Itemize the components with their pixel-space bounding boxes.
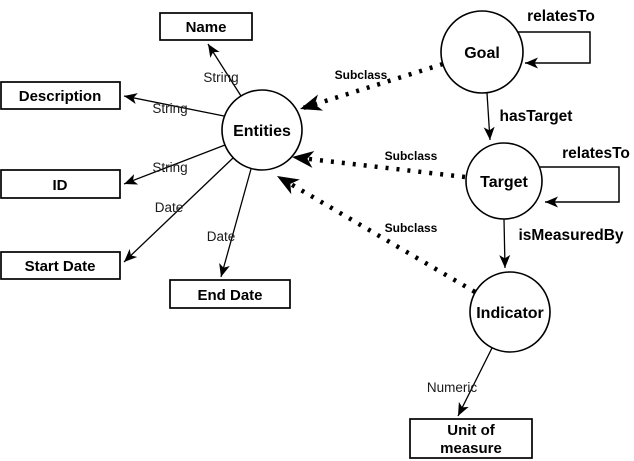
relatesto-label-goal: relatesTo (527, 8, 595, 25)
target-circle (465, 142, 543, 220)
goal-circle (440, 10, 524, 94)
target-node: Target (465, 142, 543, 220)
edge-goal-subclass-entities (299, 61, 444, 112)
end-date-box (169, 279, 291, 309)
end-date-attribute-box: End Date (169, 279, 291, 309)
numeric-label-unit: Numeric (427, 380, 478, 395)
entities-node: Entities (221, 89, 303, 171)
subclass-label-indicator: Subclass (385, 221, 438, 235)
edge-entities-end-date (219, 168, 252, 278)
target-label: Target (480, 174, 528, 191)
edge-target-ismeasuredby-indicator (499, 218, 511, 269)
goal-node: Goal (440, 10, 524, 94)
edge-goal-relatesto-selfloop (517, 31, 591, 69)
relatesto-label-target: relatesTo (562, 145, 630, 162)
id-attribute-box: ID (0, 169, 121, 199)
edge-indicator-subclass-entities (275, 174, 477, 294)
unit-of-measure-box (409, 418, 533, 459)
end-date-box-label: End Date (197, 287, 262, 304)
ismeasuredby-label: isMeasuredBy (518, 227, 623, 244)
hastarget-label: hasTarget (500, 108, 573, 125)
edge-target-subclass-entities (291, 151, 466, 180)
goal-label: Goal (464, 45, 500, 62)
unit-of-measure-attribute-box: Unit of measure (409, 418, 533, 459)
indicator-circle (469, 271, 551, 353)
description-box-label: Description (19, 88, 102, 105)
edge-entities-id (123, 144, 226, 185)
start-date-box-label: Start Date (25, 258, 96, 275)
subclass-label-goal: Subclass (335, 68, 388, 82)
string-label-id: String (152, 160, 187, 175)
start-date-box (0, 251, 121, 280)
edge-goal-hastarget-target (483, 92, 495, 141)
name-attribute-box: Name (159, 12, 253, 41)
name-box (159, 12, 253, 41)
string-label-name: String (203, 70, 238, 85)
entities-circle (221, 89, 303, 171)
description-box (0, 81, 121, 110)
indicator-label: Indicator (476, 305, 544, 322)
edge-indicator-unit-of-measure (457, 347, 493, 417)
edge-entities-name (207, 43, 242, 97)
start-date-attribute-box: Start Date (0, 251, 121, 280)
entities-label: Entities (233, 123, 291, 140)
id-box (0, 169, 121, 199)
unit-of-measure-box-label-line2: measure (440, 440, 502, 457)
name-box-label: Name (186, 19, 227, 36)
unit-of-measure-box-label-line1: Unit of (447, 422, 495, 439)
edge-target-relatesto-selfloop (540, 166, 620, 208)
string-label-description: String (152, 101, 187, 116)
subclass-label-target: Subclass (385, 149, 438, 163)
description-attribute-box: Description (0, 81, 121, 110)
date-label-start-date: Date (155, 200, 184, 215)
indicator-node: Indicator (469, 271, 551, 353)
edge-entities-start-date (123, 157, 234, 263)
edge-entities-description (123, 93, 225, 117)
date-label-end-date: Date (207, 229, 236, 244)
id-box-label: ID (53, 177, 68, 194)
